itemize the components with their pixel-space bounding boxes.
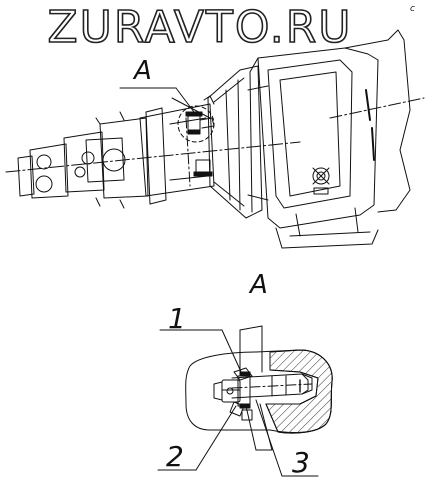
callout-leaders: [157, 329, 319, 477]
output-shaft: [5, 111, 301, 209]
callout-label-1: 1: [168, 302, 186, 335]
bolt: [231, 373, 313, 399]
view-a-leader: [119, 87, 195, 113]
hatched-casting: [265, 349, 333, 434]
lock-plate: [229, 367, 253, 421]
callout-label-3: 3: [292, 446, 310, 479]
frame-section: [247, 29, 425, 249]
assembly-view: [5, 29, 425, 249]
view-label-detail: А: [250, 270, 268, 300]
gearbox-body: [139, 103, 215, 205]
view-label-top: А: [134, 56, 152, 86]
watermark-logo: ZURAVTO.RU: [47, 1, 353, 54]
bracket-plate: [239, 325, 273, 451]
callout-label-2: 2: [166, 440, 184, 473]
fastener-region-a: [171, 95, 215, 177]
corner-mark: с: [410, 4, 415, 14]
bell-housing: [207, 65, 263, 219]
detail-view: [157, 325, 333, 477]
nut-washer: [213, 371, 251, 409]
